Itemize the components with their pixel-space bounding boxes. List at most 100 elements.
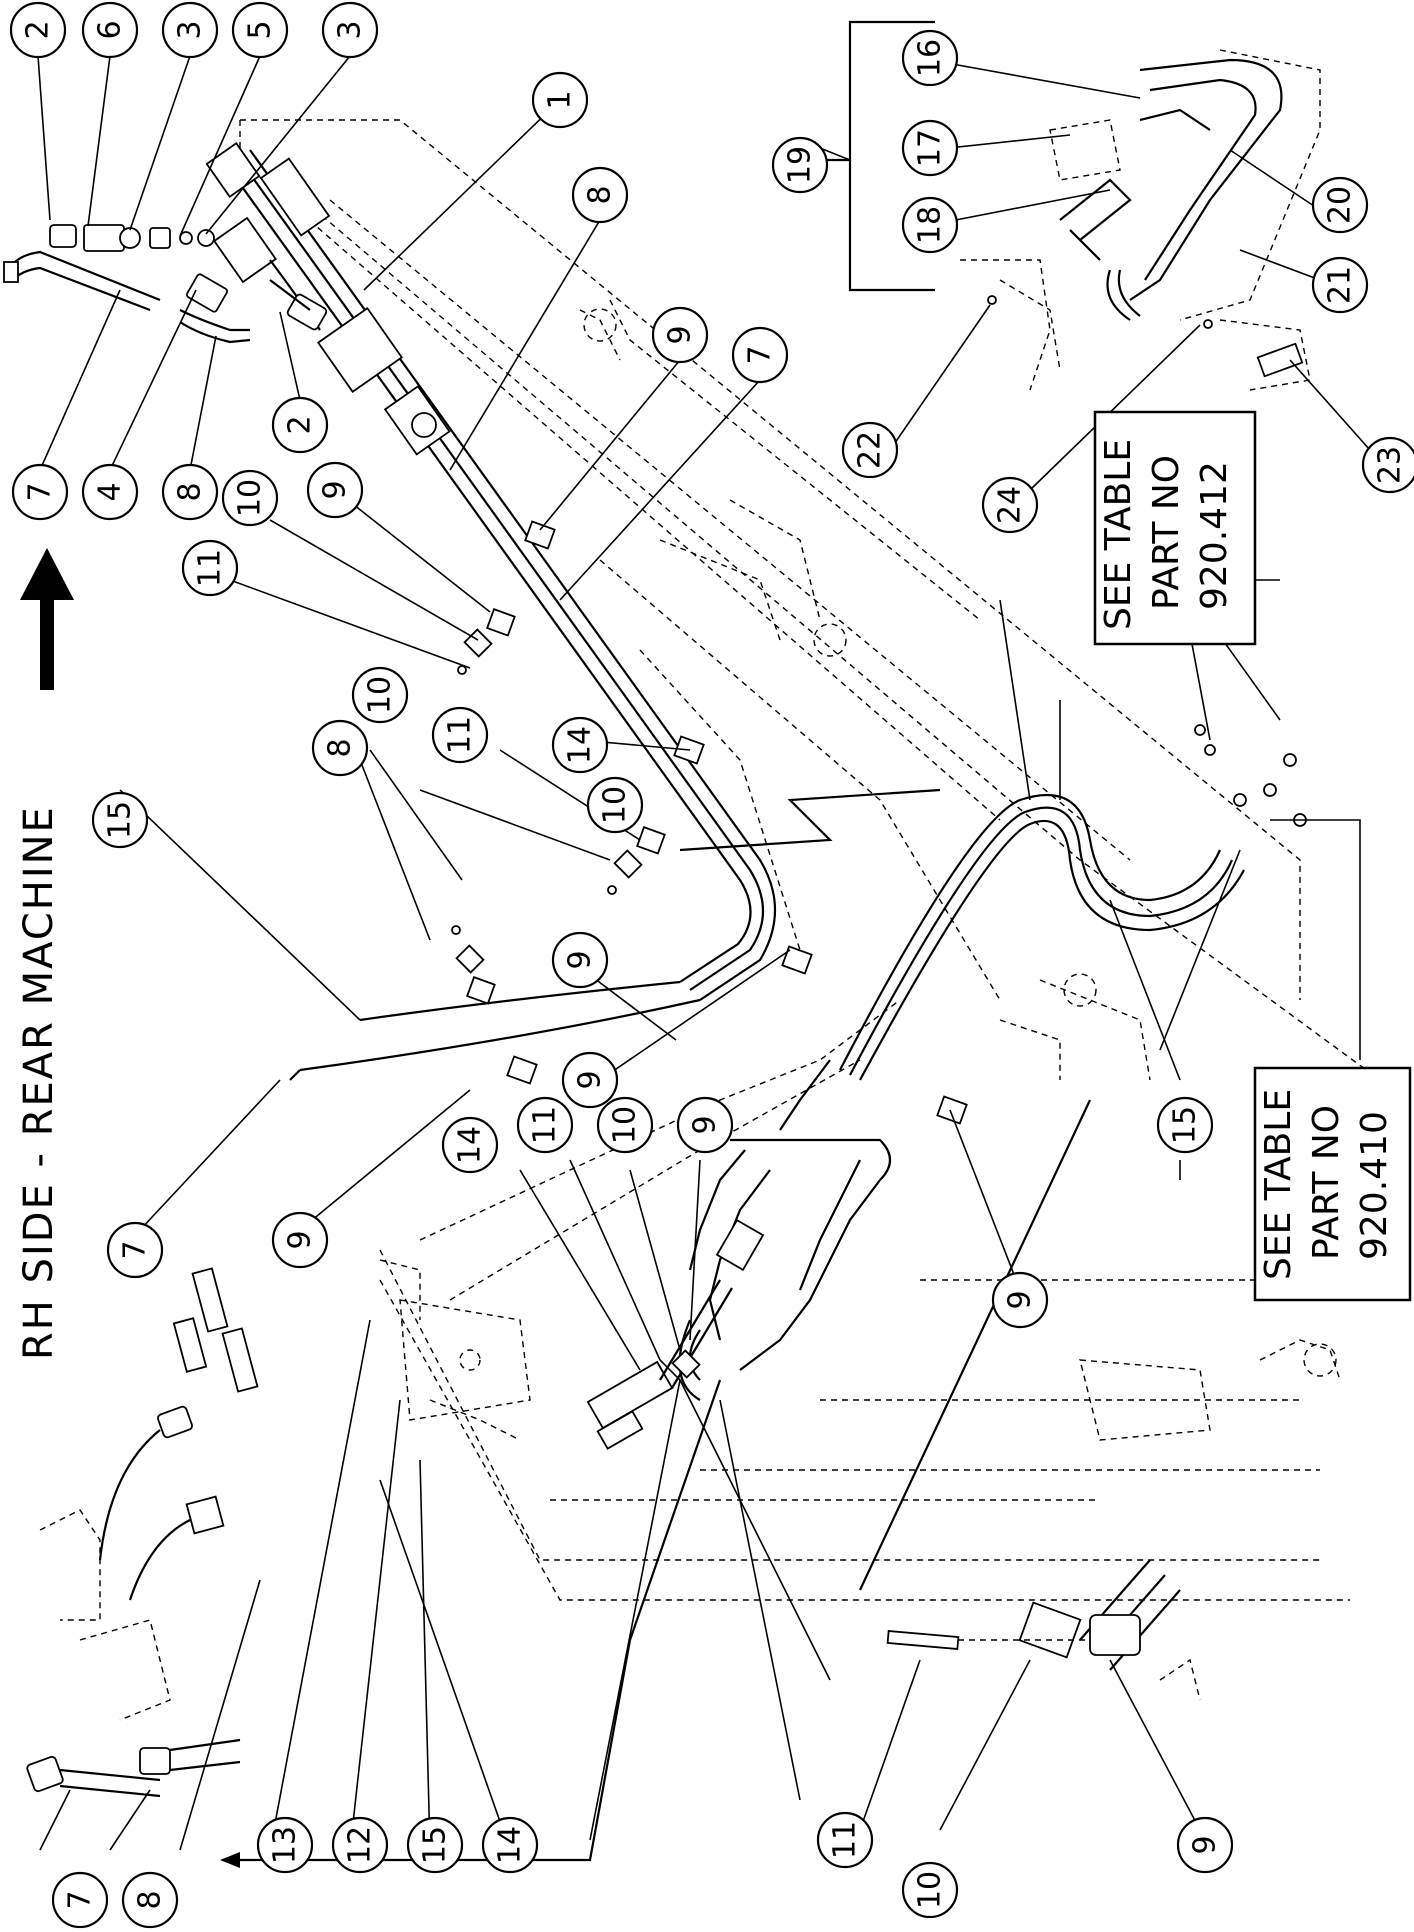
- callout-balloon-label: 8: [323, 738, 358, 757]
- callout-balloon: 16: [901, 29, 959, 87]
- callout-balloon: 12: [331, 1816, 389, 1874]
- callout-balloon-circle: [91, 791, 149, 849]
- callout-balloon: 10: [901, 1861, 959, 1919]
- callout-balloon-label: 9: [663, 325, 698, 344]
- callout-balloon-label: 11: [528, 1106, 563, 1144]
- callout-balloon: 6: [81, 1, 139, 59]
- note-410-line1: SEE TABLE: [1258, 1089, 1299, 1280]
- callout-balloon-circle: [221, 469, 279, 527]
- callout-balloon-circle: [256, 1816, 314, 1874]
- callout-balloon-label: 7: [118, 1240, 153, 1259]
- callout-balloon: 20: [1311, 176, 1369, 234]
- callout-balloon-circle: [596, 1096, 654, 1154]
- callout-balloon-circle: [106, 1221, 164, 1279]
- callout-balloon-label: 20: [1323, 186, 1358, 224]
- callout-balloon-label: 13: [268, 1826, 303, 1864]
- cylinder-assembly: [205, 142, 451, 456]
- callout-balloon-label: 24: [993, 486, 1028, 524]
- callout-balloon-label: 14: [493, 1826, 528, 1864]
- callout-balloon-circle: [321, 1, 379, 59]
- note-412-line3: 920.412: [1194, 461, 1235, 610]
- callout-balloon-label: 8: [133, 1890, 168, 1909]
- callout-balloon-circle: [161, 1, 219, 59]
- callout-balloon: 22: [841, 421, 899, 479]
- callout-balloon: 23: [1361, 436, 1414, 494]
- callout-balloon: 10: [351, 666, 409, 724]
- callout-balloon-circle: [1176, 1816, 1234, 1874]
- callout-balloon-label: 7: [743, 345, 778, 364]
- callout-balloon-label: 9: [563, 950, 598, 969]
- cable-chain-top: [1106, 49, 1321, 321]
- callout-balloon-circle: [841, 421, 899, 479]
- callout-balloon-label: 17: [913, 129, 948, 167]
- callout-balloon-circle: [561, 1051, 619, 1109]
- callout-balloon: 9: [1176, 1816, 1234, 1874]
- callout-balloon: 14: [441, 1116, 499, 1174]
- hose-long: [779, 793, 1245, 1131]
- note-412-line1: SEE TABLE: [1098, 439, 1139, 630]
- callout-balloon: 8: [571, 166, 629, 224]
- callout-balloon-circle: [981, 476, 1039, 534]
- callout-balloon-circle: [731, 326, 789, 384]
- callout-balloon-label: 3: [333, 20, 368, 39]
- callout-balloon: 4: [81, 463, 139, 521]
- callout-balloon-label: 11: [443, 716, 478, 754]
- callout-balloon-circle: [406, 1816, 464, 1874]
- callout-balloon-label: 8: [583, 185, 618, 204]
- callout-balloon: 11: [516, 1096, 574, 1154]
- leader-lines: [37, 55, 1371, 1868]
- callout-balloon: 2: [271, 396, 329, 454]
- callout-balloon-circle: [11, 463, 69, 521]
- callout-balloon: 11: [431, 706, 489, 764]
- callout-balloon: 3: [321, 1, 379, 59]
- callout-balloon-circle: [271, 1211, 329, 1269]
- frame-bosses: [459, 308, 1337, 1377]
- callout-balloon-label: 1: [543, 90, 578, 109]
- callout-balloon-label: 15: [103, 801, 138, 839]
- callout-balloon: 15: [1156, 1096, 1214, 1154]
- callout-balloon-circle: [901, 119, 959, 177]
- callout-balloon-label: 11: [828, 1821, 863, 1859]
- note-920-410: SEE TABLE PART NO 920.410: [1253, 1066, 1412, 1302]
- left-fittings: [26, 1267, 259, 1798]
- break-line: [679, 788, 941, 852]
- callout-balloon-label: 9: [1188, 1835, 1223, 1854]
- callout-balloon-label: 6: [93, 20, 128, 39]
- callout-balloon-circle: [81, 463, 139, 521]
- callout-balloon: 11: [181, 539, 239, 597]
- callout-balloon-label: 16: [913, 39, 948, 77]
- callout-balloon-label: 5: [243, 20, 278, 39]
- callout-balloon-label: 2: [283, 415, 318, 434]
- callout-balloon-circle: [1311, 176, 1369, 234]
- callout-balloon: 8: [311, 719, 369, 777]
- main-rail: [229, 149, 776, 1081]
- callout-balloon-label: 9: [573, 1070, 608, 1089]
- callout-balloon: 10: [221, 469, 279, 527]
- callout-balloon-circle: [81, 1, 139, 59]
- callout-balloon-label: 3: [173, 20, 208, 39]
- callout-balloon-label: 14: [563, 726, 598, 764]
- callout-balloon-circle: [991, 1271, 1049, 1329]
- callout-balloon-label: 14: [453, 1126, 488, 1164]
- callout-balloon-label: 15: [1168, 1106, 1203, 1144]
- callout-balloon-label: 21: [1323, 266, 1358, 304]
- callout-balloon: 19: [771, 136, 829, 194]
- callout-balloon-label: 7: [63, 1890, 98, 1909]
- callout-balloon-label: 10: [363, 676, 398, 714]
- callout-balloon-circle: [551, 931, 609, 989]
- callout-balloon: 10: [586, 776, 644, 834]
- callout-balloon: 13: [256, 1816, 314, 1874]
- callout-balloon: 2: [9, 1, 67, 59]
- callout-balloon: 9: [306, 461, 364, 519]
- callout-balloon: 21: [1311, 256, 1369, 314]
- callout-balloon: 11: [816, 1811, 874, 1869]
- callout-balloon-label: 10: [233, 479, 268, 517]
- callout-balloon-label: 9: [283, 1230, 318, 1249]
- cable-chain-center: [678, 1138, 892, 1401]
- callout-balloon-label: 19: [783, 146, 818, 184]
- callout-balloon-circle: [551, 716, 609, 774]
- clamp-detail: [886, 1559, 1201, 1701]
- callout-balloon: 14: [551, 716, 609, 774]
